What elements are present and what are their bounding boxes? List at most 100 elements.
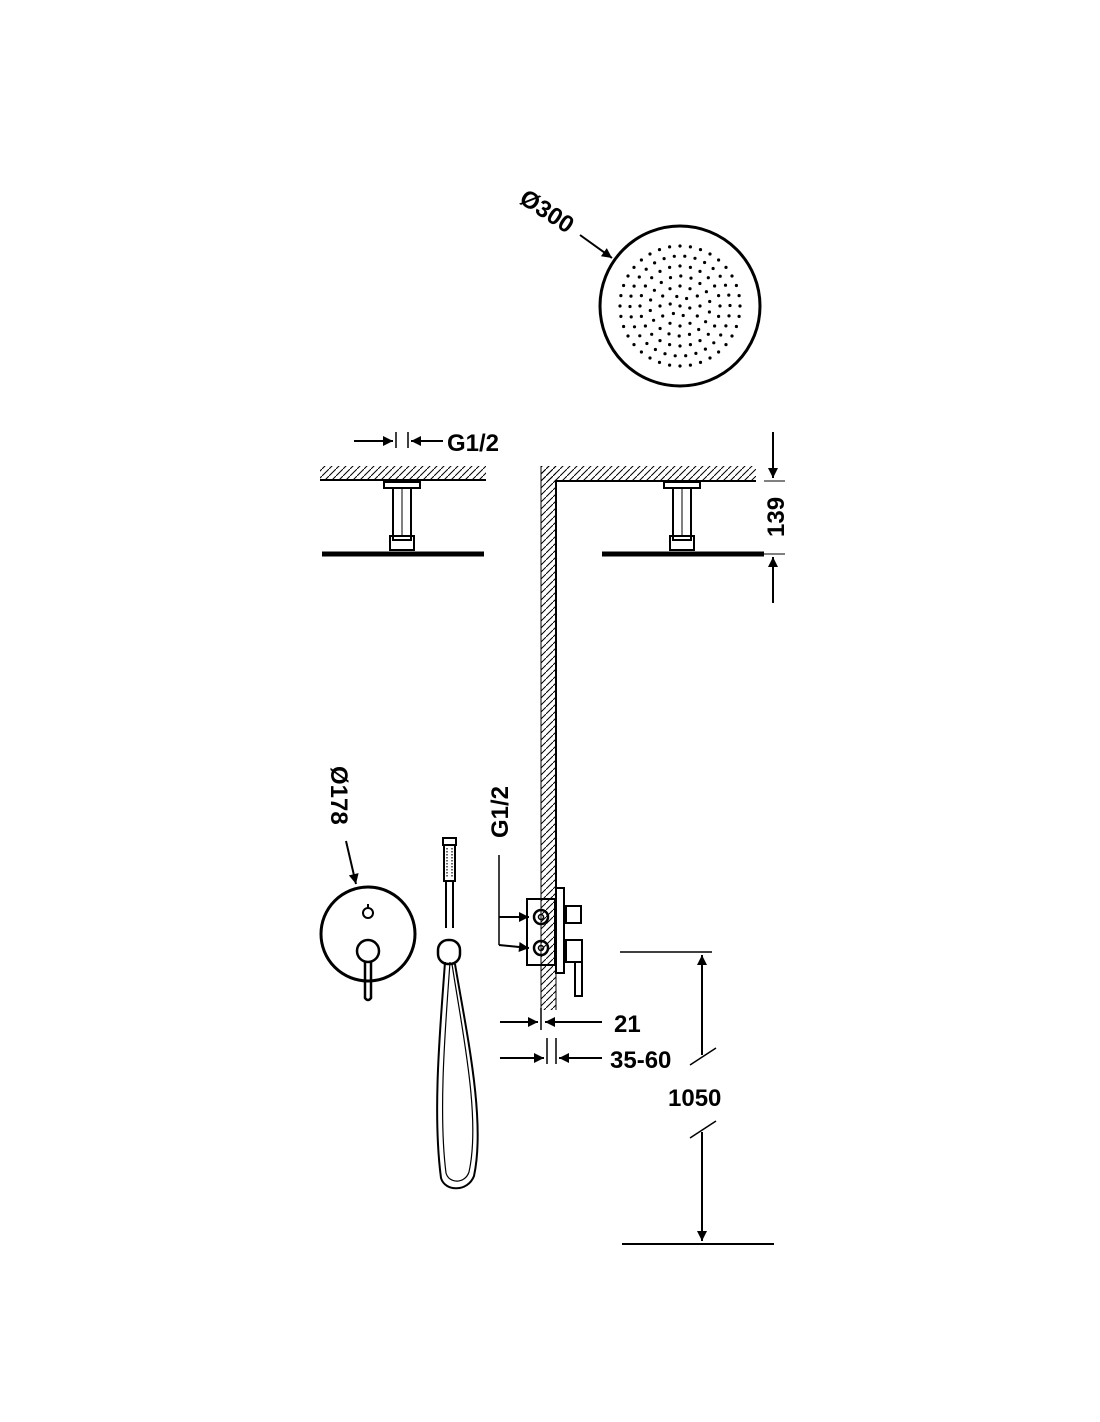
nozzle-dot <box>648 252 652 256</box>
dimension-139-label: 139 <box>763 497 790 537</box>
nozzle-dot <box>628 304 632 309</box>
nozzle-dot <box>706 332 710 336</box>
ceiling-shower-left: G1/2 <box>320 430 499 557</box>
mixer-plate-outline <box>319 885 417 983</box>
nozzle-dot <box>659 280 663 285</box>
nozzle-dot <box>661 314 665 318</box>
nozzle-dot <box>649 298 653 302</box>
nozzle-dot <box>652 318 656 322</box>
wall-hatch <box>541 466 556 1010</box>
nozzle-dot <box>658 326 662 331</box>
nozzle-dot <box>678 344 682 348</box>
nozzle-dot <box>730 334 734 338</box>
nozzle-dot <box>688 363 693 367</box>
mixer-valve-section: G1/2 <box>487 786 583 997</box>
dimension-139: 139 <box>763 432 790 603</box>
nozzle-dot <box>652 288 657 292</box>
nozzle-dot <box>717 314 721 318</box>
nozzle-dot <box>632 325 637 329</box>
nozzle-dot <box>673 354 677 358</box>
height-1050-dimension: 1050 <box>620 951 774 1245</box>
mixer-knob <box>355 938 381 964</box>
nozzle-dot <box>703 347 708 351</box>
nozzle-dot <box>643 324 648 328</box>
g12-side-label: G1/2 <box>487 786 514 838</box>
nozzle-dot <box>698 304 702 308</box>
nozzle-dot <box>643 284 648 288</box>
nozzle-dot <box>712 341 716 345</box>
nozzle-dot <box>724 265 728 269</box>
nozzle-dot <box>693 256 697 260</box>
nozzle-dot <box>724 343 728 347</box>
nozzle-dot <box>632 265 636 269</box>
nozzle-dot <box>688 287 692 291</box>
shower-head-outline <box>598 224 762 388</box>
nozzle-dot <box>638 304 642 308</box>
nozzle-dot <box>698 248 703 252</box>
nozzle-dot <box>695 314 699 318</box>
g12-top-dimension: G1/2 <box>354 430 499 457</box>
nozzle-dot <box>678 324 682 328</box>
nozzle-dot <box>650 276 654 280</box>
g12-top-label: G1/2 <box>447 430 499 457</box>
hand-shower-head <box>443 844 456 882</box>
nozzle-dot <box>629 315 633 319</box>
nozzle-dot <box>723 283 728 287</box>
nozzle-dot <box>698 281 702 286</box>
nozzle-dot <box>619 314 623 318</box>
nozzle-dot <box>661 294 665 298</box>
nozzle-dot <box>632 284 636 288</box>
nozzle-dot <box>648 308 652 313</box>
nozzle-dot <box>658 269 662 273</box>
nozzle-pattern <box>618 244 742 368</box>
nozzle-dot <box>708 356 712 360</box>
nozzle-dot <box>724 324 728 328</box>
nozzle-dot <box>678 284 682 288</box>
nozzle-dot <box>717 350 721 354</box>
hand-shower-holder <box>436 938 462 966</box>
nozzle-dot <box>638 334 642 338</box>
nozzle-dot <box>637 275 641 279</box>
nozzle-dot <box>688 343 693 347</box>
nozzle-dot <box>683 254 687 258</box>
nozzle-dot <box>645 341 649 346</box>
nozzle-dot <box>734 283 739 288</box>
nozzle-dot <box>658 304 662 308</box>
nozzle-dot <box>688 306 692 310</box>
nozzle-dot <box>626 334 630 338</box>
nozzle-dot <box>728 303 732 308</box>
nozzle-dot <box>687 332 692 336</box>
nozzle-dot <box>737 294 741 298</box>
diverter-knob <box>362 907 374 919</box>
nozzle-dot <box>622 283 626 288</box>
nozzle-dot <box>662 257 666 261</box>
nozzle-dot <box>678 244 682 248</box>
nozzle-dot <box>685 296 689 301</box>
mixer-plate-front: Ø178 <box>319 766 417 1002</box>
nozzle-dot <box>648 356 652 360</box>
nozzle-dot <box>738 304 742 308</box>
nozzle-dot <box>719 333 723 337</box>
nozzle-dot <box>730 274 734 278</box>
nozzle-dot <box>668 363 672 367</box>
nozzle-dot <box>626 274 630 278</box>
shower-head-top-view: Ø300 <box>515 184 762 388</box>
nozzle-dot <box>678 364 682 368</box>
nozzle-dot <box>671 311 676 316</box>
nozzle-dot <box>677 334 681 338</box>
nozzle-dot <box>618 304 622 308</box>
nozzle-dot <box>681 313 685 318</box>
nozzle-dot <box>713 284 717 288</box>
nozzle-dot <box>718 274 722 278</box>
nozzle-dot <box>697 327 701 332</box>
wall-ceiling-section: 139 <box>540 432 790 1010</box>
head-diameter-label: Ø300 <box>515 184 579 239</box>
nozzle-dot <box>688 245 693 249</box>
nozzle-dot <box>727 314 731 318</box>
nozzle-dot <box>668 276 673 280</box>
nozzle-dot <box>688 321 692 325</box>
nozzle-dot <box>704 320 708 324</box>
nozzle-dot <box>695 294 699 298</box>
nozzle-dot <box>672 254 676 258</box>
